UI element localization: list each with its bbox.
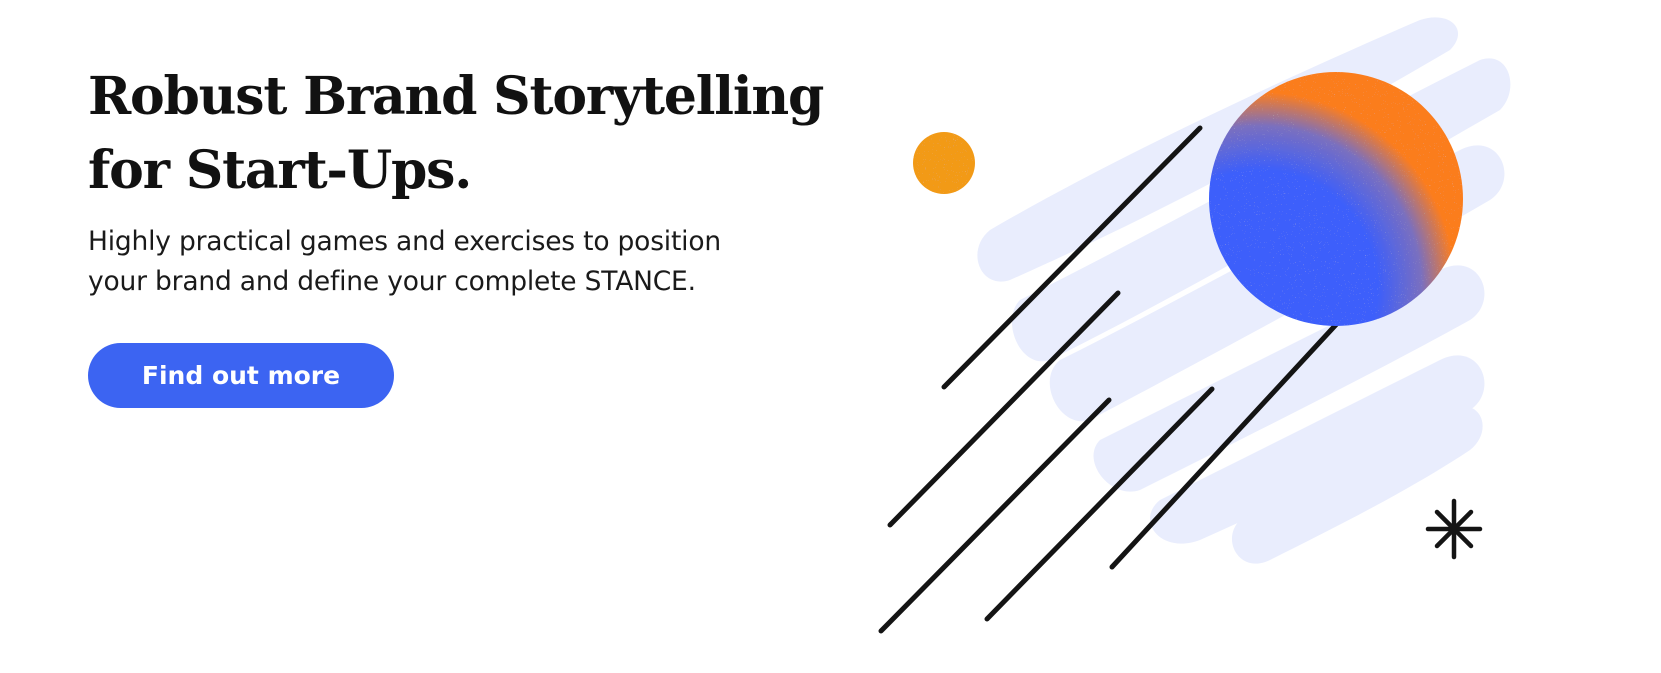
- planet-icon: [1209, 72, 1463, 326]
- hero-illustration: [878, 17, 1511, 634]
- headline-line-2: for Start-Ups.: [88, 140, 472, 201]
- speed-line: [878, 397, 1112, 634]
- hero-subtext: Highly practical games and exercises to …: [88, 222, 848, 302]
- small-planet-icon: [913, 132, 975, 194]
- speed-lines-icon: [878, 125, 1359, 634]
- speed-line: [941, 125, 1203, 390]
- speed-line: [984, 386, 1215, 622]
- speed-line: [887, 290, 1121, 528]
- subtext-line-1: Highly practical games and exercises to …: [88, 226, 721, 257]
- headline-line-1: Robust Brand Storytelling: [88, 66, 824, 127]
- speed-line: [1109, 300, 1359, 570]
- page-title: Robust Brand Storytelling for Start-Ups.: [88, 60, 848, 208]
- sparkle-icon: [1425, 498, 1483, 560]
- subtext-line-2: your brand and define your complete STAN…: [88, 266, 696, 297]
- brush-strokes: [977, 17, 1511, 564]
- hero-text: Robust Brand Storytelling for Start-Ups.…: [88, 60, 848, 302]
- find-out-more-button[interactable]: Find out more: [88, 343, 394, 408]
